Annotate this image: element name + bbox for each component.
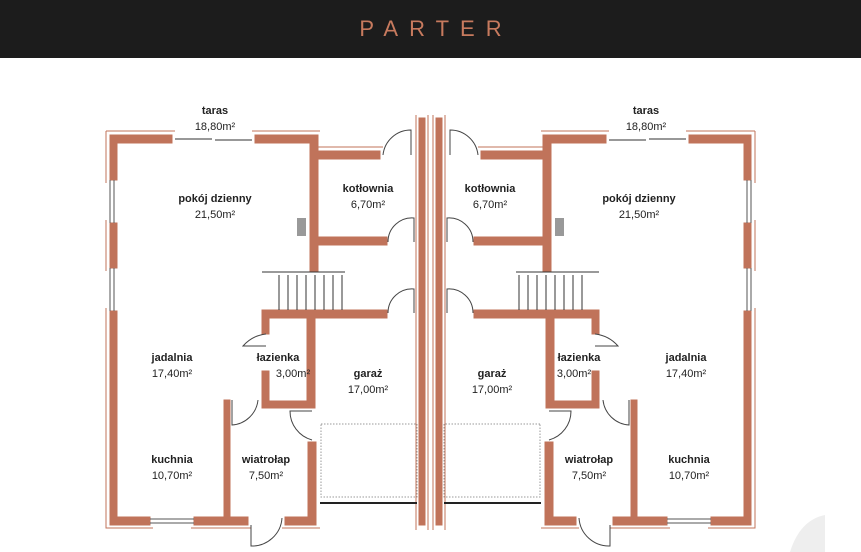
header-bar: PARTER <box>0 0 861 58</box>
floor-plan <box>105 114 825 552</box>
page-title: PARTER <box>359 16 513 41</box>
decorative-shape <box>790 515 825 552</box>
